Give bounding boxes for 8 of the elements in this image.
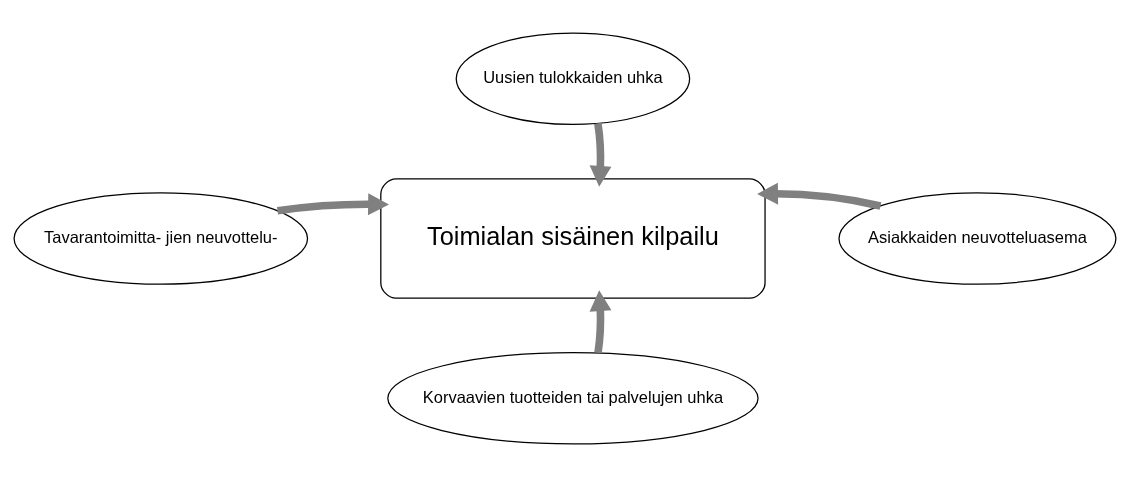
node-box: Toimialan sisäinen kilpailu [380,178,766,299]
node-ellipse: Asiakkaiden neuvotteluasema [838,192,1117,285]
arrow [757,182,882,210]
node-ellipse: Tavarantoimitta- jien neuvottelu- [13,192,309,285]
node-ellipse: Uusien tulokkaiden uhka [455,32,691,125]
arrow [589,122,612,187]
node-ellipse: Korvaavien tuotteiden tai palvelujen uhka [387,352,759,445]
arrow [589,290,612,354]
